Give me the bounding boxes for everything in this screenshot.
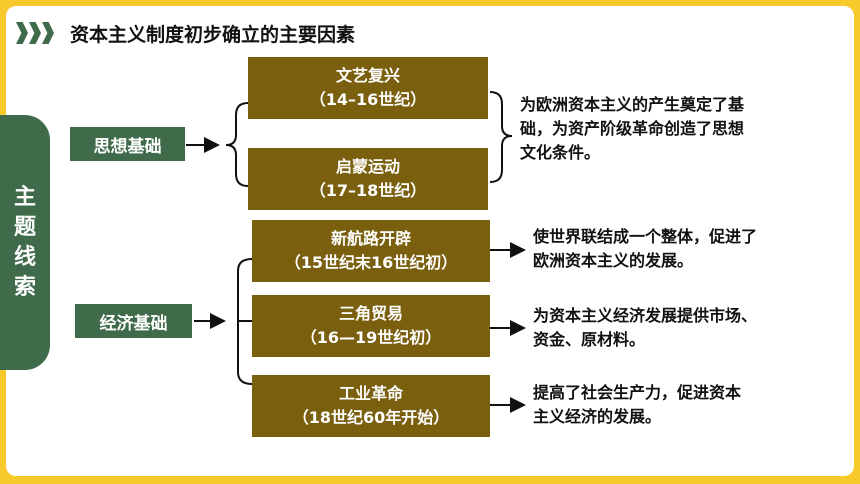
box-new-routes: 新航路开辟 （15世纪末16世纪初） [252,220,490,282]
chevron-icon [42,22,54,44]
slide-title: 资本主义制度初步确立的主要因素 [70,24,356,46]
brace-thought-desc [489,91,513,183]
desc-industrial-revolution: 提高了社会生产力，促进资本 主义经济的发展。 [533,381,741,429]
box-triangle-trade-name: 三角贸易 [338,304,403,323]
box-enlightenment: 启蒙运动 （17–18世纪） [248,148,488,210]
desc-thought: 为欧洲资本主义的产生奠定了基 础，为资产阶级革命创造了思想 文化条件。 [520,93,744,165]
desc-line: 主义经济的发展。 [533,407,662,426]
desc-line: 为欧洲资本主义的产生奠定了基 [520,95,745,114]
box-enlightenment-name: 启蒙运动 [335,157,400,176]
box-triangle-trade: 三角贸易 （16—19世纪初） [252,295,490,357]
category-thought: 思想基础 [70,127,185,161]
box-renaissance: 文艺复兴 （14–16世纪） [248,57,488,119]
desc-line: 础，为资产阶级革命创造了思想 [520,119,745,138]
theme-tab: 主题线索 [0,115,50,370]
box-new-routes-name: 新航路开辟 [330,229,411,248]
desc-triangle-trade: 为资本主义经济发展提供市场、 资金、原材料。 [533,304,757,352]
box-triangle-trade-period: （16—19世纪初） [300,328,442,347]
box-industrial-revolution-name: 工业革命 [338,384,403,403]
desc-line: 文化条件。 [520,143,601,162]
desc-line: 提高了社会生产力，促进资本 [533,383,742,402]
box-new-routes-period: （15世纪末16世纪初） [284,253,458,272]
desc-new-routes: 使世界联结成一个整体，促进了 欧洲资本主义的发展。 [533,225,757,273]
category-economy: 经济基础 [75,304,192,338]
box-industrial-revolution: 工业革命 （18世纪60年开始） [252,375,490,437]
theme-label: 主题线索 [13,184,36,300]
desc-line: 使世界联结成一个整体，促进了 [533,227,758,246]
box-renaissance-period: （14–16世纪） [309,90,427,109]
box-enlightenment-period: （17–18世纪） [309,181,427,200]
desc-line: 资金、原材料。 [533,330,646,349]
desc-line: 欧洲资本主义的发展。 [533,251,694,270]
brace-thought [225,102,249,187]
chevron-icon [16,22,28,44]
desc-line: 为资本主义经济发展提供市场、 [533,306,758,325]
box-industrial-revolution-period: （18世纪60年开始） [292,408,450,427]
chevron-icon [29,22,41,44]
box-renaissance-name: 文艺复兴 [335,66,400,85]
